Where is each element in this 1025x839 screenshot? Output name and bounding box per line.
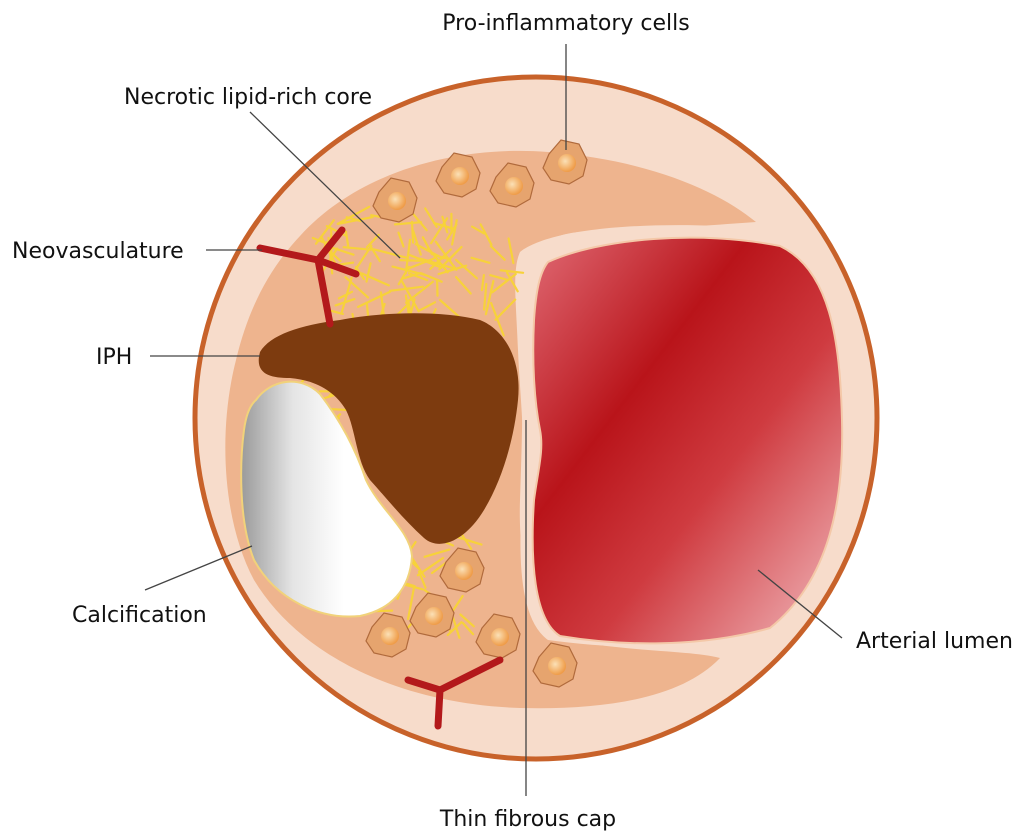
label-neovasculature: Neovasculature xyxy=(12,239,184,264)
cell-nucleus xyxy=(381,627,399,645)
label-calcification: Calcification xyxy=(72,603,207,628)
label-necrotic-core: Necrotic lipid-rich core xyxy=(124,85,372,110)
cell-nucleus xyxy=(491,628,509,646)
label-arterial-lumen: Arterial lumen xyxy=(856,629,1013,654)
cell-nucleus xyxy=(455,562,473,580)
cell-nucleus xyxy=(425,607,443,625)
cell-nucleus xyxy=(505,177,523,195)
cell-nucleus xyxy=(388,192,406,210)
arterial-lumen xyxy=(533,238,843,644)
cell-nucleus xyxy=(548,657,566,675)
lipid-crystal xyxy=(412,222,413,243)
label-iph: IPH xyxy=(96,345,132,370)
cell-nucleus xyxy=(558,154,576,172)
cell-nucleus xyxy=(451,167,469,185)
label-pro-inflammatory-cells: Pro-inflammatory cells xyxy=(442,11,689,36)
label-thin-fibrous-cap: Thin fibrous cap xyxy=(439,807,616,832)
